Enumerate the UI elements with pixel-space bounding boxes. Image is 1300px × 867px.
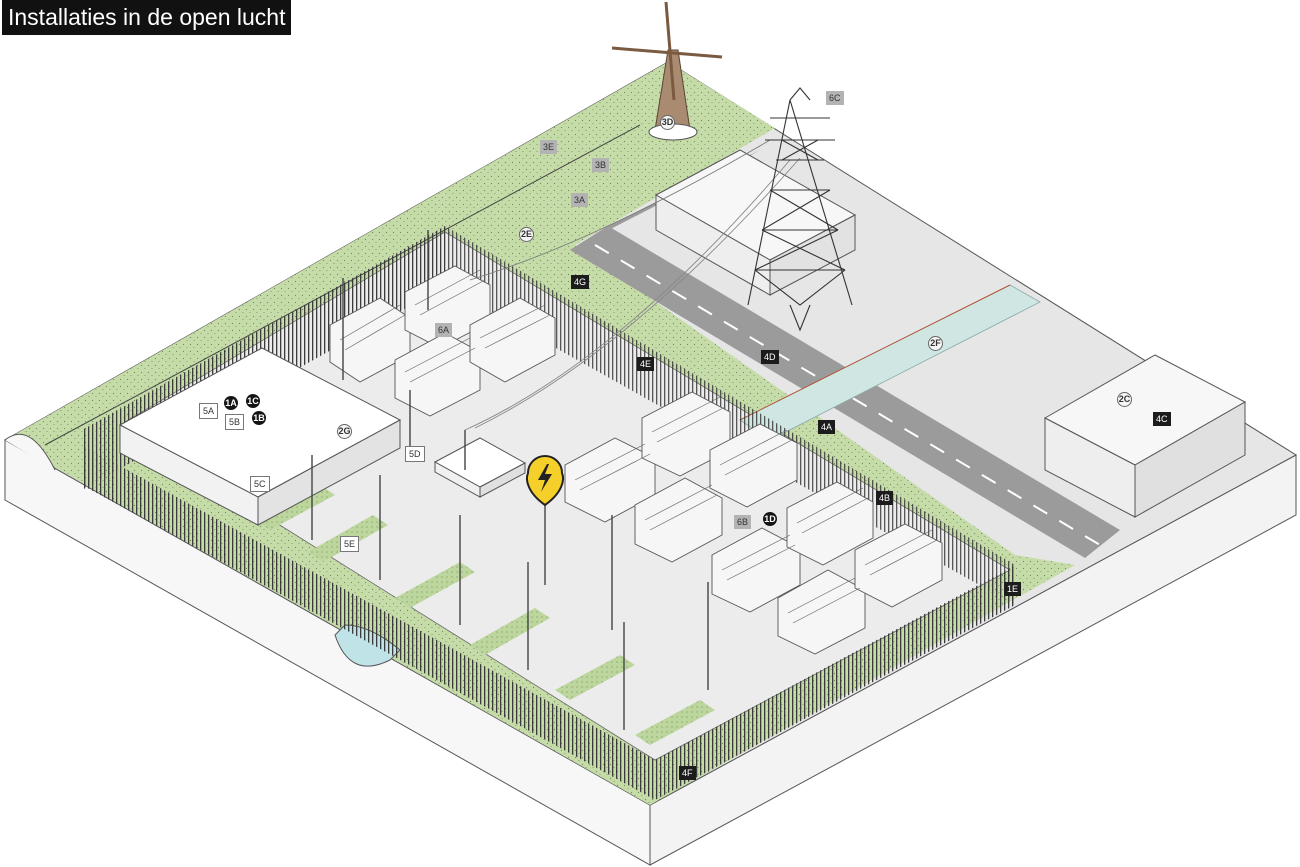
label-3b: 3B — [592, 158, 610, 172]
high-voltage-warning-icon — [526, 455, 564, 507]
label-4a: 4A — [818, 420, 836, 434]
grass-strip — [470, 608, 550, 655]
label-4b: 4B — [876, 491, 894, 505]
switchgear-bays-back — [329, 265, 556, 417]
label-1b: 1B — [252, 411, 266, 425]
overhead-line-cable — [469, 139, 771, 281]
windmill-icon — [611, 1, 723, 141]
label-1e: 1E — [1004, 582, 1022, 596]
building-5c-side — [257, 419, 401, 526]
transmission-tower-icon — [747, 87, 853, 332]
label-3a: 3A — [571, 193, 589, 207]
ditch-edge — [739, 284, 1011, 421]
label-3e: 3E — [540, 140, 558, 154]
label-2e: 2E — [519, 227, 534, 242]
label-5d: 5D — [405, 446, 425, 462]
label-5a: 5A — [199, 403, 219, 419]
grass-strip — [395, 562, 475, 608]
grass-strip — [255, 485, 335, 530]
label-1a: 1A — [224, 396, 238, 410]
label-4e: 4E — [637, 357, 655, 371]
label-6c: 6C — [826, 91, 844, 105]
switchgear-bays-front — [564, 391, 943, 655]
lightning-poles — [311, 230, 709, 730]
label-2c: 2C — [1117, 392, 1132, 407]
overhead-line — [474, 157, 801, 429]
road-center-line — [594, 244, 1101, 546]
label-1c: 1C — [246, 394, 260, 408]
bay-conductors — [339, 269, 938, 624]
label-6a: 6A — [435, 323, 453, 337]
overhead-line — [464, 159, 791, 431]
building-east-side — [1134, 401, 1246, 518]
label-5e: 5E — [340, 536, 360, 552]
grass-strip — [635, 700, 715, 745]
dike-curve — [4, 433, 56, 471]
label-5c: 5C — [250, 476, 270, 492]
label-4c: 4C — [1153, 412, 1171, 426]
grass-strip — [555, 655, 635, 700]
label-4g: 4G — [571, 275, 590, 289]
building-5d-side — [479, 462, 526, 498]
page-title: Installaties in de open lucht — [2, 0, 292, 35]
label-1d: 1D — [763, 512, 777, 526]
fence-front-left — [82, 445, 655, 800]
label-4f: 4F — [679, 766, 696, 780]
label-3d: 3D — [660, 115, 675, 130]
label-2f: 2F — [928, 336, 943, 351]
label-5b: 5B — [225, 414, 245, 430]
label-4d: 4D — [761, 350, 779, 364]
label-2g: 2G — [337, 424, 352, 439]
fence-front-right — [655, 565, 1015, 800]
label-6b: 6B — [734, 515, 752, 529]
